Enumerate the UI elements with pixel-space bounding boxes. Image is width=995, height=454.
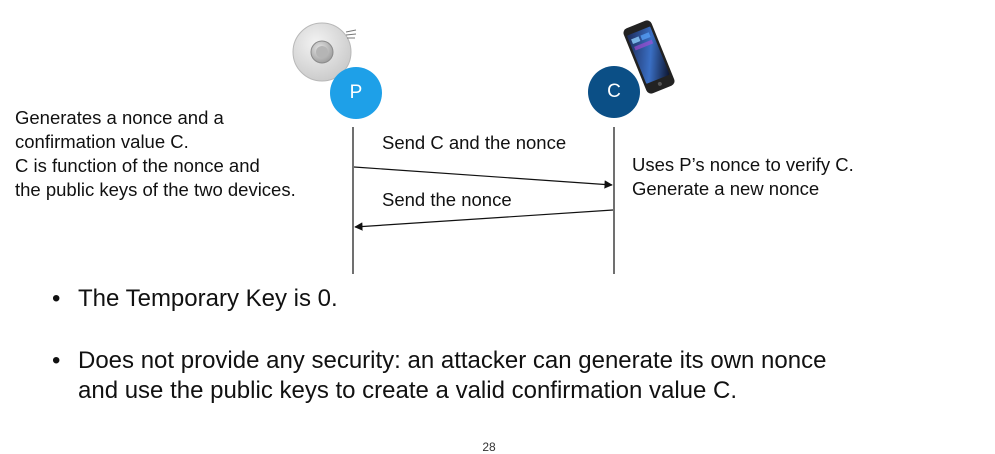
message-arrow-c-to-p xyxy=(354,209,614,231)
page-number: 28 xyxy=(482,440,496,454)
message-arrow-p-to-c xyxy=(353,166,613,189)
bullet-list: • The Temporary Key is 0. • Does not pro… xyxy=(52,284,826,406)
peripheral-note-line: C is function of the nonce and xyxy=(15,155,260,176)
bullet-text: Does not provide any security: an attack… xyxy=(78,347,827,374)
bullet-item: • Does not provide any security: an atta… xyxy=(52,346,826,406)
peripheral-note: Generates a nonce and a confirmation val… xyxy=(15,106,296,202)
central-note-line: Uses P’s nonce to verify C. xyxy=(632,154,854,175)
node-p: P xyxy=(330,67,382,119)
central-note-line: Generate a new nonce xyxy=(632,178,820,199)
bullet-item: • The Temporary Key is 0. xyxy=(52,284,826,314)
message-label-send-nonce: Send the nonce xyxy=(382,189,512,210)
bullet-dot: • xyxy=(52,347,61,374)
peripheral-note-line: the public keys of the two devices. xyxy=(15,179,296,200)
message-label-send-c-and-nonce: Send C and the nonce xyxy=(382,132,567,153)
node-p-label: P xyxy=(349,82,363,103)
peripheral-note-line: Generates a nonce and a xyxy=(15,107,224,128)
peripheral-note-line: confirmation value C. xyxy=(15,131,189,152)
sensor-device-icon xyxy=(292,22,357,82)
bullet-dot: • xyxy=(52,285,61,312)
smartphone-icon xyxy=(623,20,675,94)
node-c-label: C xyxy=(607,81,621,102)
bullet-text: and use the public keys to create a vali… xyxy=(78,377,738,404)
bullet-text: The Temporary Key is 0. xyxy=(78,285,338,312)
node-c: C xyxy=(588,66,640,118)
central-note: Uses P’s nonce to verify C. Generate a n… xyxy=(632,153,854,201)
